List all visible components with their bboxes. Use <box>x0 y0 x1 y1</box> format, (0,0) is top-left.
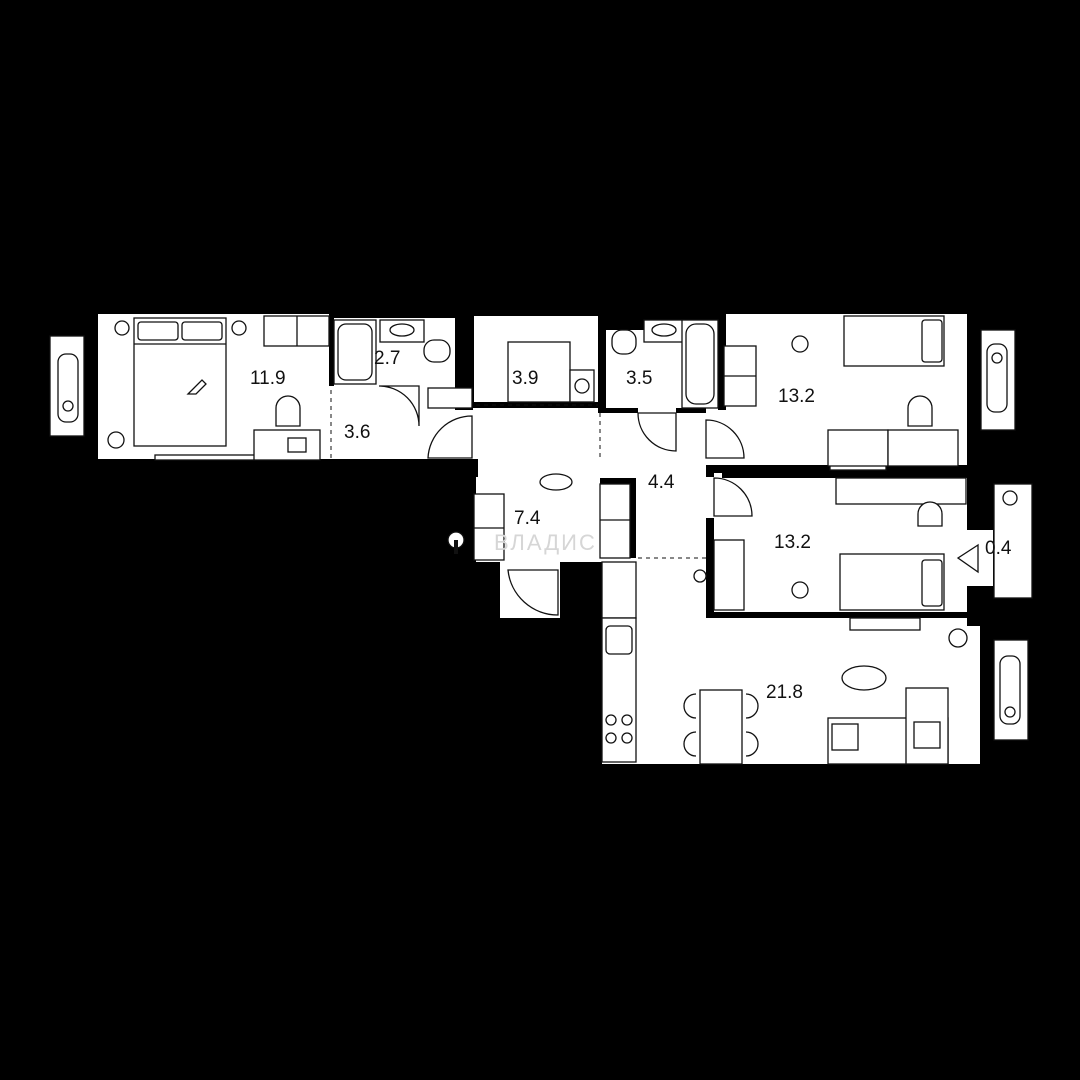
windows <box>49 329 1033 741</box>
doors <box>378 385 979 616</box>
window-icon <box>49 335 85 437</box>
area-bathroom-left: 2.7 <box>374 348 400 369</box>
door-swing-hall <box>378 385 420 427</box>
door-swing-bath <box>637 412 677 452</box>
lamp-icon <box>114 320 130 336</box>
door-swing-bedroom-top <box>705 419 745 459</box>
area-storage: 3.9 <box>512 368 538 389</box>
cat-icon <box>186 379 207 395</box>
dining-table-icon <box>683 689 759 765</box>
plant-icon <box>948 628 968 648</box>
door-swing-hall-2 <box>427 415 473 459</box>
stove-icon <box>605 714 633 744</box>
area-balcony: 0.4 <box>985 538 1012 559</box>
chair-icon <box>917 501 943 527</box>
desk-icon <box>827 429 889 467</box>
area-bedroom-mid-right: 13.2 <box>774 532 811 553</box>
entrance-marker <box>447 531 465 554</box>
wardrobe <box>473 493 505 561</box>
toy-icon <box>791 581 809 599</box>
rug-icon <box>841 665 887 691</box>
room-labels: 11.9 2.7 3.6 3.9 3.5 13.2 7.4 4.4 13.2 0… <box>250 348 1012 703</box>
wardrobe <box>599 483 631 559</box>
toilet-icon <box>423 339 451 363</box>
desk-icon <box>253 429 321 461</box>
window-sill <box>849 617 921 631</box>
area-bedroom-top-right: 13.2 <box>778 386 815 407</box>
window-icon <box>980 329 1016 431</box>
laptop-icon <box>287 437 307 453</box>
toilet-icon <box>611 329 637 355</box>
chair-icon <box>275 395 301 427</box>
door-swing-bedroom-mid <box>713 477 753 517</box>
entrance-door-icon <box>507 569 559 616</box>
bed-icon <box>133 317 227 447</box>
window-icon <box>993 483 1033 599</box>
zone-dividers <box>330 390 708 559</box>
cabinet <box>427 387 473 409</box>
sofa-icon <box>827 687 949 765</box>
desk-icon <box>887 429 959 467</box>
desk-icon <box>835 477 967 505</box>
lamp-icon <box>231 320 247 336</box>
watermark: ВЛАДИС <box>494 530 597 555</box>
wardrobe <box>713 539 745 611</box>
area-entry-hall: 7.4 <box>514 508 541 529</box>
area-hall-left: 3.6 <box>344 422 370 443</box>
toy-icon <box>693 569 707 583</box>
sink-icon <box>605 625 633 655</box>
area-kitchen-living: 21.8 <box>766 682 803 703</box>
area-bathroom-right: 3.5 <box>626 368 652 389</box>
furniture <box>107 315 968 765</box>
area-bedroom-left: 11.9 <box>250 368 286 389</box>
mouse-icon <box>539 473 573 491</box>
fridge-icon <box>601 561 637 619</box>
area-corridor: 4.4 <box>648 472 675 493</box>
plant-icon <box>107 431 125 449</box>
window-sill <box>154 454 256 461</box>
chair-icon <box>907 395 933 427</box>
door-swing-balcony <box>956 543 979 574</box>
window-icon <box>993 639 1029 741</box>
cat-icon <box>791 335 809 353</box>
